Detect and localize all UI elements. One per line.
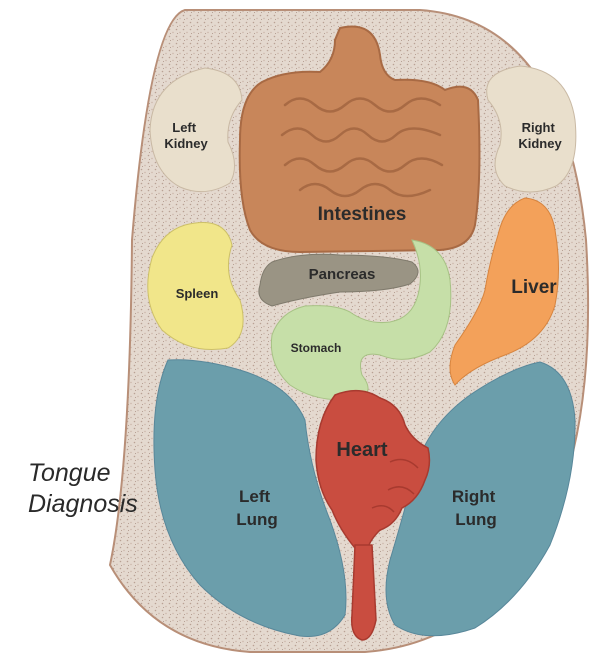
caption-line-2: Diagnosis xyxy=(28,489,138,520)
spleen-label: Spleen xyxy=(176,286,219,301)
stomach-label: Stomach xyxy=(291,341,342,355)
aorta-shape xyxy=(352,545,376,640)
diagram-caption: Tongue Diagnosis xyxy=(28,458,138,520)
heart-label: Heart xyxy=(336,439,387,461)
right-kidney-label: Right Kidney xyxy=(518,120,562,151)
liver-label: Liver xyxy=(511,277,557,298)
caption-line-1: Tongue xyxy=(28,458,138,489)
pancreas-label: Pancreas xyxy=(309,266,376,283)
intestines-label: Intestines xyxy=(318,204,407,225)
